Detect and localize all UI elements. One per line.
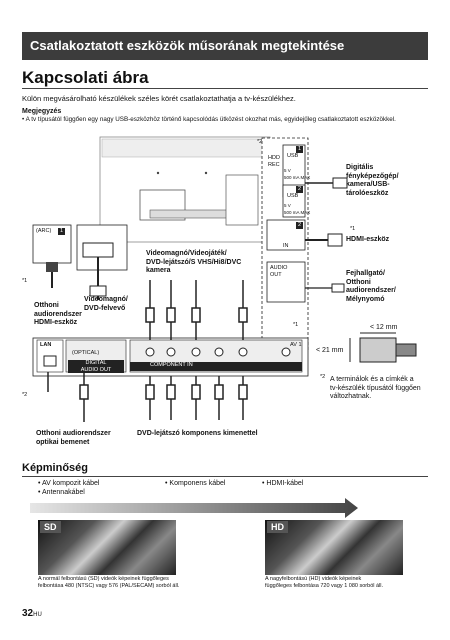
iq-col2-item-1: • Komponens kábel <box>165 480 226 487</box>
optical-label: (OPTICAL) <box>72 350 100 356</box>
hdd-rec-label: HDD REC <box>268 155 280 168</box>
tv-screw-1 <box>156 171 160 175</box>
section-header: Csatlakoztatott eszközök műsorának megte… <box>22 32 428 60</box>
label-optical-input: Otthoni audiorendszer optikai bemenet <box>36 430 111 446</box>
footnote-marker-2a: *2 <box>257 139 263 145</box>
dimension-21mm: < 21 mm <box>316 347 344 354</box>
note-text: A tv típusától függően egy nagy USB-eszk… <box>25 116 396 123</box>
rca-cables-up <box>145 280 248 340</box>
footnote-2-text: A terminálok és a címkék a tv-készülék t… <box>330 376 421 400</box>
sd-badge: SD <box>40 521 61 533</box>
footnote-marker-1c: *1 <box>293 322 299 328</box>
iq-col3-item-1: • HDMI-kábel <box>262 480 304 487</box>
tv-screw-2 <box>204 171 208 175</box>
hdmi-arc-label: (ARC) <box>36 228 52 234</box>
hdmi-arc-number: 1 <box>58 228 65 235</box>
label-headphones: Fejhallgató/ Otthoni audiorendszer/ Mély… <box>346 270 396 303</box>
hdmi-in-label: IN <box>283 243 289 249</box>
footnote-marker-1a: *1 <box>350 226 356 232</box>
dimension-12mm: < 12 mm <box>370 324 398 331</box>
component-in-label: COMPONENT IN <box>150 362 193 368</box>
label-dvd-component: DVD-lejátszó komponens kimenettel <box>137 430 258 437</box>
sd-sample-image <box>38 520 176 575</box>
image-quality-divider <box>22 476 428 477</box>
headphone-plug <box>331 283 345 293</box>
sd-caption: A normál felbontású (SD) videók képeinek… <box>38 576 180 589</box>
iq-col1-item-2: • Antennakábel <box>38 489 85 496</box>
usb1-power: 5 V 500 mA MAX <box>284 168 311 180</box>
hd-badge: HD <box>267 521 288 533</box>
usb-plug <box>332 177 348 189</box>
label-home-audio-hdmi: Otthoni audiorendszer HDMI-eszköz <box>34 302 82 326</box>
quality-arrow <box>30 498 358 518</box>
tv-top-vents <box>101 138 269 158</box>
component-label-bar <box>130 362 302 371</box>
note-bullet: • A tv típusától függően egy nagy USB-es… <box>22 116 396 123</box>
usb-port-2-box <box>282 184 306 218</box>
av1-label: AV 1 <box>290 342 302 348</box>
label-hdmi-device: HDMI-eszköz <box>346 236 390 243</box>
usb2-power: 5 V 500 mA MAX <box>284 203 311 215</box>
footnote-marker-2c: *2 <box>320 374 326 380</box>
hdmi-in-number: 2 <box>296 222 303 229</box>
audio-out-label: AUDIO OUT <box>270 265 288 278</box>
hdmi-arc-plug <box>46 262 58 272</box>
digital-audio-out-label: DIGITAL AUDIO OUT <box>68 360 124 373</box>
usb2-label: USB <box>287 193 299 199</box>
label-video-camera: Videomagnó/Videojáték/ DVD-lejátszó/S VH… <box>146 250 242 274</box>
label-video-dvd: Videomagnó/ DVD-felvevő <box>84 296 128 312</box>
scart-plug <box>89 285 107 297</box>
audio-out-box <box>266 261 306 303</box>
tv-terminal-block <box>225 174 259 226</box>
hd-caption: A nagyfelbontású (HD) videók képeinek fü… <box>265 576 384 589</box>
iq-col1-item-1: • AV kompozit kábel <box>38 480 100 487</box>
title-divider <box>22 88 428 89</box>
component-jacks <box>145 347 291 357</box>
plug-dimension-diagram <box>349 332 417 363</box>
footnote-marker-1b: *1 <box>22 278 28 284</box>
lan-socket <box>43 355 57 367</box>
page-number: 32HU <box>22 608 42 619</box>
image-quality-heading: Képminőség <box>22 462 89 474</box>
scart-connector <box>82 242 114 258</box>
label-digital-camera: Digitális fényképezőgép/ kamera/USB- tár… <box>346 164 399 197</box>
intro-text: Külön megvásárolható készülékek széles k… <box>22 94 296 103</box>
usb1-number: 1 <box>296 146 303 153</box>
note-heading: Megjegyzés <box>22 108 62 115</box>
rca-cables-down <box>47 372 248 422</box>
hd-sample-image <box>265 520 403 575</box>
usb2-number: 2 <box>296 186 303 193</box>
footnote-marker-2b: *2 <box>22 392 28 398</box>
hdmi-plug-right <box>327 233 343 247</box>
usb1-label: USB <box>287 153 299 159</box>
page-title: Kapcsolati ábra <box>22 68 149 87</box>
lan-label: LAN <box>40 342 52 348</box>
